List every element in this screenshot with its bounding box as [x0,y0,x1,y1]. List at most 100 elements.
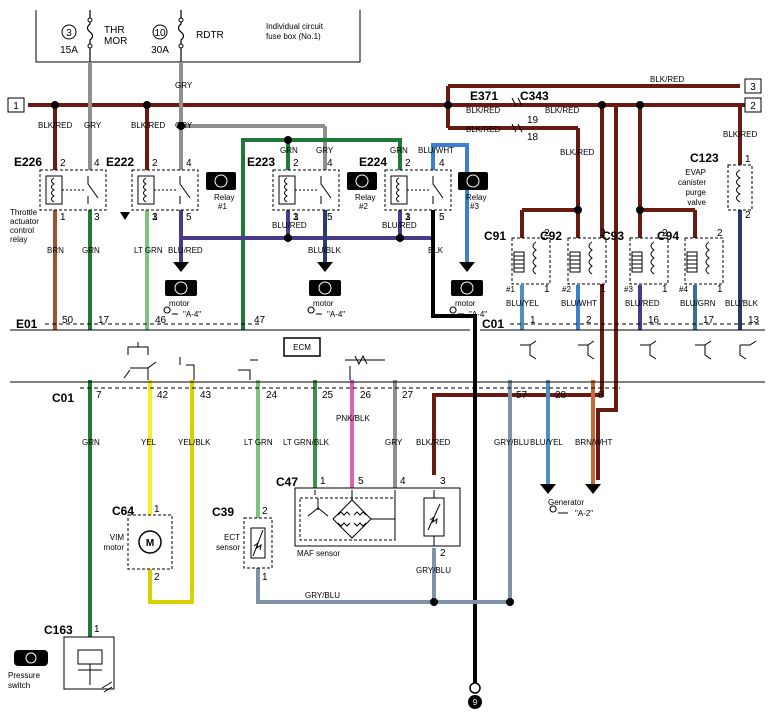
e01-pin: 17 [98,315,110,326]
injector-pin: 2 [600,228,606,239]
ecm-internal-symbols [123,340,757,380]
wire-blk-e224 [431,210,477,686]
component-pin: 2 [440,548,446,559]
ecm-label: ECM [293,343,311,352]
fuse-right-label: RDTR [196,30,224,41]
motor-1: motor"A-4" [163,262,201,319]
relay-pin: 2 [293,158,299,169]
wire-label: BLK/RED [131,121,165,130]
e226-desc: actuator [10,217,39,226]
wire-label: PNK/BLK [336,414,370,423]
svg-text:2: 2 [750,101,756,112]
splice-label-a: BLK/RED [466,106,500,115]
pressure-switch-badge [14,650,48,666]
c01l-pin: 28 [555,390,567,401]
injector-id: C92 [540,229,562,243]
fuse-left-number-circle [61,24,77,40]
wire-label: BRN [47,246,64,255]
injector-pin: 2 [662,228,668,239]
wire-label: GRN [82,438,100,447]
relay-pin: 1 [60,212,66,223]
wire-label: BLK/RED [723,130,757,139]
fuse-right-number: 10 [154,28,166,39]
junctions [51,101,644,606]
svg-text:3: 3 [750,82,756,93]
e226-desc: relay [10,235,27,244]
wire-label: BLK/RED [416,438,450,447]
c01l-pin: 26 [360,390,372,401]
relay-label: Relay [355,193,375,202]
wire-blkred-loop-outer [596,105,618,480]
relay-label: Relay [466,193,486,202]
component-pin: 2 [262,506,268,517]
c01r-pin: 2 [586,315,592,326]
wire-label: LT GRN/BLK [283,438,330,447]
e01-pin: 47 [254,315,266,326]
wire-label: YEL [141,438,157,447]
wire-label: BLU/BLK [308,246,342,255]
wire-label: BLU/WHT [561,299,597,308]
relay-pin: 4 [439,158,445,169]
wire-label: BLU/RED [168,246,203,255]
svg-text:1: 1 [13,101,19,112]
bus-label-top: BLK/RED [650,75,684,84]
fuse-left-number: 3 [66,28,72,39]
splice-19: 19 [527,115,539,126]
maf-sensor: C47 MAF sensor [276,475,461,558]
wire-label: GRY [175,121,193,130]
component-pin: 1 [94,624,100,635]
relay-pin: 5 [186,212,192,223]
wire-label: BLU/BLK [725,299,759,308]
wire-label: BLU/WHT [418,146,454,155]
component-pin: 5 [358,476,364,487]
wire-bluwht [431,143,469,262]
splice-18: 18 [527,132,539,143]
c01l-pin: 27 [402,390,414,401]
motor-3-label: motor [455,299,476,308]
relay-pin: 2 [60,158,66,169]
relay-pin: 5 [327,212,333,223]
wire-label: GRY/BLU [305,591,340,600]
c01l-pin: 42 [157,390,169,401]
generator-label: Generator [548,498,584,507]
relay-pin: 5 [439,212,445,223]
component-pin: 3 [440,476,446,487]
wire-label: GRY [175,81,193,90]
relay-id-e224: E224 [359,155,387,169]
relay-pin: 1 [152,212,158,223]
wire-gryblu-bottom [256,568,510,604]
splice-label-b: BLK/RED [545,106,579,115]
c123-id: C123 [690,151,719,165]
wire-label: GRY [84,121,102,130]
splice-id-e371: E371 [470,89,498,103]
e01-id: E01 [16,317,38,331]
wire-label: LT GRN [244,438,273,447]
c01l-pin: 8 [598,390,604,401]
relay-badge-relay1: Relay#1 [206,172,236,211]
wire-label: BLK/RED [560,148,594,157]
ecm-box: ECM [283,337,321,357]
terminal-1: 1 [7,97,25,113]
e01-pin: 50 [62,315,74,326]
component-pin: 1 [154,504,160,515]
c01-left-id: C01 [52,391,74,405]
motor-1-ref: "A-4" [183,310,201,319]
relay-badge-relay2: Relay#2 [347,172,377,211]
motor-2-label: motor [313,299,334,308]
wire-label: GRY/BLU [494,438,529,447]
relay-label: #2 [359,202,368,211]
e01-pin: 46 [155,315,167,326]
